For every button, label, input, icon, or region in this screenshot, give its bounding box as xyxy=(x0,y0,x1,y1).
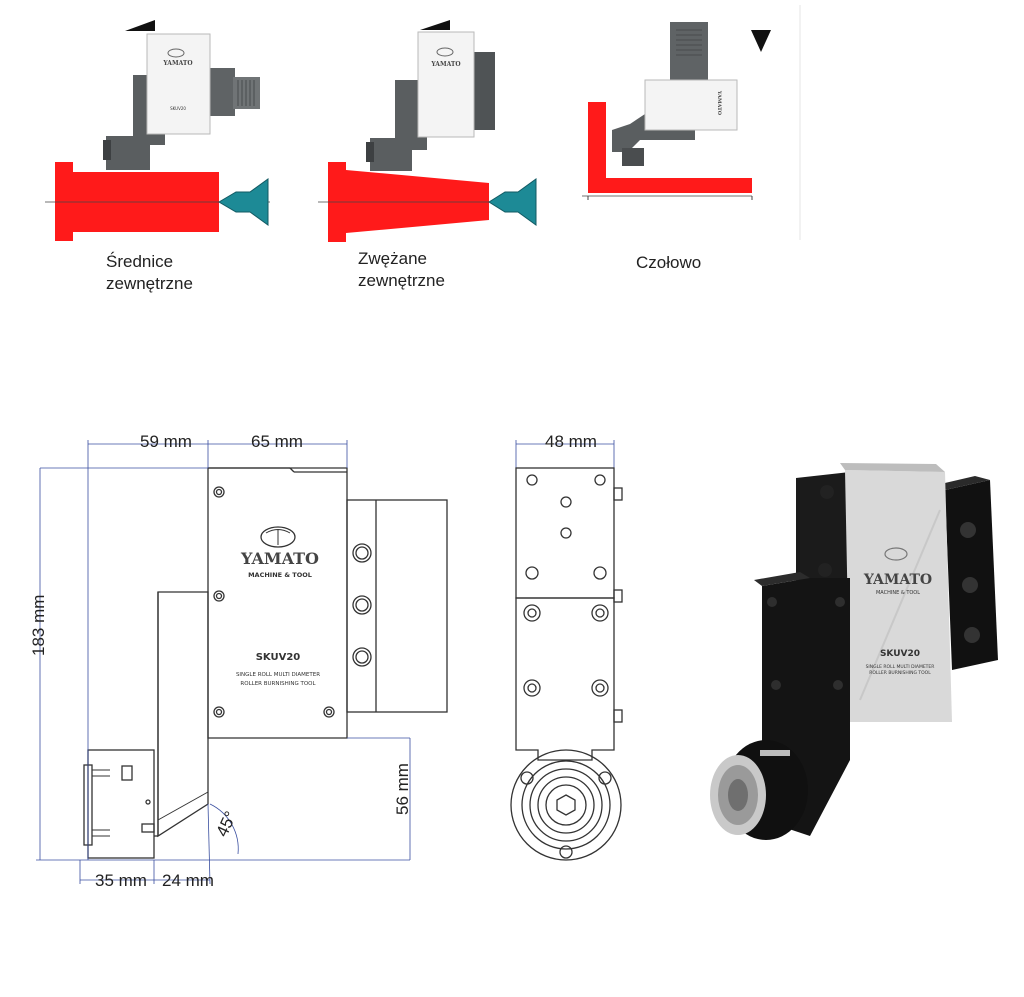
plate-desc-2: ROLLER BURNISHING TOOL xyxy=(240,681,316,687)
logo-ellipse xyxy=(260,526,296,548)
tool-brand-mini: YAMATO xyxy=(716,90,722,116)
shank-block xyxy=(346,499,448,713)
tool-model-mini: SKUV20 xyxy=(170,106,186,111)
front-view xyxy=(83,467,448,859)
side-roller xyxy=(510,749,622,861)
tool-brand-mini: YAMATO xyxy=(430,61,460,68)
tool-brand-mini: YAMATO xyxy=(162,60,192,67)
dimension-lines xyxy=(36,440,411,885)
angle-arc xyxy=(209,803,239,855)
tool-plate xyxy=(644,79,738,131)
photo-brand-sub: MACHINE & TOOL xyxy=(876,590,920,596)
feed-direction-arrow xyxy=(420,20,450,30)
workpiece-cylinder xyxy=(55,162,219,241)
caption-taper: Zwężane zewnętrzne xyxy=(358,249,445,290)
tool-plate xyxy=(417,31,475,138)
photo-desc-2: ROLLER BURNISHING TOOL xyxy=(869,670,931,676)
side-view xyxy=(510,440,623,861)
workpiece-face xyxy=(588,102,752,193)
tailstock-center xyxy=(218,178,269,226)
plate-outline xyxy=(207,467,348,739)
roller-head xyxy=(87,749,155,859)
photo-roller xyxy=(710,740,808,840)
plate-model: SKUV20 xyxy=(256,652,301,663)
shank-holes xyxy=(352,543,372,667)
dim-56: 56 mm xyxy=(393,763,412,815)
plate-screws xyxy=(213,486,335,718)
tool-plate xyxy=(146,33,211,135)
usage-diagrams: YAMATO SKUV20 YAMATO YAMATO xyxy=(45,5,801,242)
arm xyxy=(157,591,209,838)
caption-external: Średnice zewnętrzne xyxy=(106,252,193,293)
dim-65: 65 mm xyxy=(251,432,303,451)
feed-direction-arrow xyxy=(751,30,771,52)
dim-59: 59 mm xyxy=(140,432,192,451)
dim-183: 183 mm xyxy=(29,595,48,656)
dim-48: 48 mm xyxy=(545,432,597,451)
photo-plate xyxy=(845,470,952,722)
plate-desc-1: SINGLE ROLL MULTI DIAMETER xyxy=(236,672,320,678)
dim-35: 35 mm xyxy=(95,871,147,890)
tool-shank xyxy=(670,22,708,82)
diagram-face: YAMATO xyxy=(582,5,801,240)
plate-brand-sub: MACHINE & TOOL xyxy=(248,571,312,579)
side-arm xyxy=(515,597,615,761)
plate-brand-text: YAMATO xyxy=(240,549,319,568)
photo-model: SKUV20 xyxy=(880,649,920,659)
technical-drawings: YAMATO MACHINE & TOOL SKUV20 SINGLE ROLL… xyxy=(29,432,623,890)
dim-24: 24 mm xyxy=(162,871,214,890)
photo-shank xyxy=(945,480,998,670)
photo-brand: YAMATO xyxy=(863,572,932,588)
caption-face: Czołowo xyxy=(636,253,702,272)
feed-direction-arrow xyxy=(125,20,155,31)
tailstock-center xyxy=(488,178,537,226)
diagram-external: YAMATO SKUV20 xyxy=(45,20,270,241)
photo-desc-1: SINGLE ROLL MULTI DIAMETER xyxy=(866,664,935,670)
diagram-taper: YAMATO xyxy=(318,20,537,242)
product-photo: YAMATO MACHINE & TOOL SKUV20 SINGLE ROLL… xyxy=(710,463,998,840)
